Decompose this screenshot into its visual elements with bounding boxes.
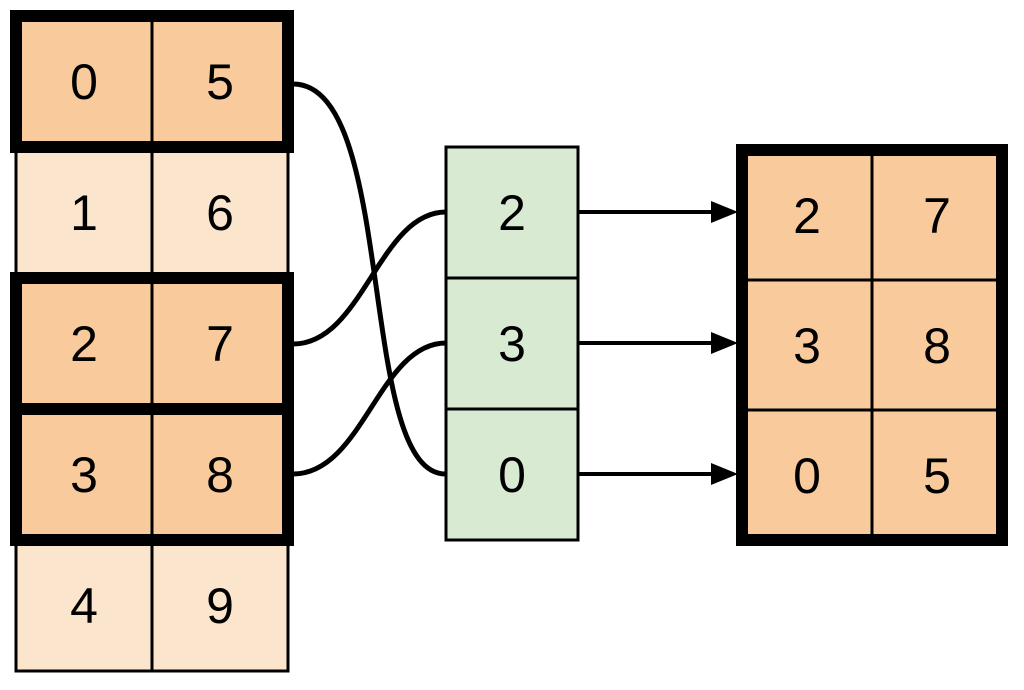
result-cell-r0c0 xyxy=(740,148,874,282)
source-cell-r0c1 xyxy=(150,14,290,149)
source-value-r4c0: 4 xyxy=(70,578,98,634)
connector-curves xyxy=(292,81,447,477)
source-row0-highlight-outline xyxy=(10,10,294,153)
arrow-head-icon-0 xyxy=(711,201,738,223)
index-column: 2 3 0 xyxy=(444,145,580,542)
source-value-r3c0: 3 xyxy=(70,447,98,503)
result-value-r0c0: 2 xyxy=(793,188,821,244)
connector-curve-row0-to-index0 xyxy=(292,81,447,477)
source-table: 0 5 1 6 2 7 3 8 4 9 xyxy=(10,10,294,673)
source-value-r1c0: 1 xyxy=(70,185,98,241)
source-value-r3c1: 8 xyxy=(206,447,234,503)
source-value-r2c1: 7 xyxy=(206,316,234,372)
source-cell-r4c0 xyxy=(14,538,154,673)
index-cell-2 xyxy=(444,407,580,542)
result-cell-r2c0 xyxy=(740,408,874,542)
source-value-r0c1: 5 xyxy=(206,54,234,110)
source-cell-r3c1 xyxy=(150,407,290,542)
source-cell-r1c1 xyxy=(150,145,290,280)
result-value-r1c0: 3 xyxy=(793,318,821,374)
index-value-2: 0 xyxy=(498,447,526,503)
source-value-r0c0: 0 xyxy=(70,54,98,110)
source-cell-r4c1 xyxy=(150,538,290,673)
source-value-r2c0: 2 xyxy=(70,316,98,372)
result-value-r1c1: 8 xyxy=(923,318,951,374)
source-row3-highlight-outline xyxy=(10,403,294,546)
arrow-head-icon-2 xyxy=(711,463,738,485)
result-value-r2c0: 0 xyxy=(793,448,821,504)
result-value-r0c1: 7 xyxy=(923,188,951,244)
index-value-0: 2 xyxy=(498,185,526,241)
index-cell-1 xyxy=(444,276,580,411)
source-value-r1c1: 6 xyxy=(206,185,234,241)
source-cell-r2c1 xyxy=(150,276,290,411)
index-cell-0 xyxy=(444,145,580,280)
result-value-r2c1: 5 xyxy=(923,448,951,504)
connector-curve-row2-to-index2 xyxy=(292,209,447,347)
source-value-r4c1: 9 xyxy=(206,578,234,634)
arrow-head-icon-1 xyxy=(711,332,738,354)
result-table-outline xyxy=(736,144,1008,546)
result-table: 2 7 3 8 0 5 xyxy=(736,144,1008,546)
result-cell-r1c1 xyxy=(870,278,1004,412)
arrows xyxy=(578,201,738,485)
source-cell-r0c0 xyxy=(14,14,154,149)
index-value-1: 3 xyxy=(498,316,526,372)
connector-curve-row3-to-index3 xyxy=(292,340,447,477)
